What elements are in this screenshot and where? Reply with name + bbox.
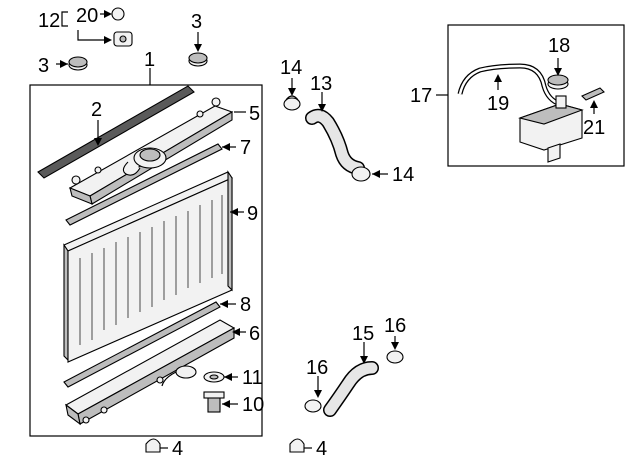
callout-2: 2 (91, 99, 102, 121)
drain-washer (203, 371, 238, 383)
radiator-core (63, 170, 244, 363)
callout-16-right: 16 (384, 315, 406, 337)
callout-16-left: 16 (306, 357, 328, 379)
callout-14-lower: 14 (392, 164, 414, 186)
callout-10: 10 (242, 394, 264, 416)
callout-19: 19 (487, 93, 509, 115)
callout-18: 18 (548, 35, 570, 57)
hose-clamp-lower (351, 166, 388, 182)
lower-radiator-hose (323, 342, 379, 417)
callout-14-upper: 14 (280, 57, 302, 79)
hose-clamp-upper (283, 78, 301, 111)
callout-1: 1 (144, 49, 155, 71)
coolant-reservoir-tank (518, 95, 584, 163)
reservoir-label-sticker (581, 87, 605, 114)
radiator-assembly-box (29, 68, 263, 437)
callout-3-top: 3 (191, 11, 202, 33)
upper-radiator-tank (68, 97, 246, 205)
upper-seal-strip (37, 85, 195, 179)
callout-8: 8 (240, 294, 251, 316)
lower-radiator-tank (64, 319, 246, 426)
lower-mount-right (289, 438, 312, 453)
hose-clamp-lower-right (386, 336, 404, 364)
callout-20: 20 (76, 5, 98, 27)
callout-3-left: 3 (38, 55, 49, 77)
callout-7: 7 (240, 137, 251, 159)
reservoir-overflow-hose (457, 63, 561, 107)
drain-plug (203, 391, 238, 413)
mount-cushion-left (56, 56, 88, 71)
callout-12: 12 (38, 10, 60, 32)
callout-6: 6 (249, 323, 260, 345)
cap-and-bracket-group (61, 7, 133, 47)
reservoir-cap (547, 58, 569, 90)
lower-core-seal (63, 300, 236, 388)
upper-radiator-hose (305, 92, 365, 175)
hose-clamp-lower-left (304, 376, 322, 413)
callout-5: 5 (249, 103, 260, 125)
callout-15: 15 (352, 323, 374, 345)
reservoir-assembly-box (436, 24, 625, 167)
callout-11: 11 (242, 367, 263, 389)
callout-9: 9 (247, 203, 258, 225)
callout-13: 13 (310, 73, 332, 95)
upper-core-seal (65, 143, 236, 226)
lower-mount-left (145, 438, 168, 453)
callout-4-right: 4 (316, 438, 327, 460)
mount-cushion-top (188, 32, 208, 67)
callout-4-left: 4 (172, 438, 183, 460)
callout-21: 21 (583, 117, 605, 139)
callout-17: 17 (410, 85, 432, 107)
